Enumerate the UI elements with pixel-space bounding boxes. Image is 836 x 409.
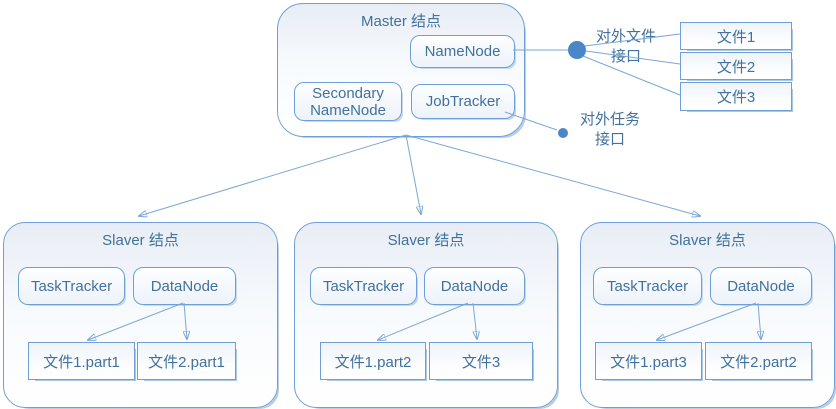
external-task-interface-label-line1: 对外任务 — [579, 111, 640, 128]
slave-3-tasktracker-label: TaskTracker — [606, 277, 689, 295]
slave-1-group-title: Slaver 结点 — [102, 232, 179, 249]
external-file-box-2: 文件2 — [680, 52, 792, 80]
slave-3-file-box-1: 文件1.part3 — [595, 342, 702, 380]
secondary-namenode-label-line2: NameNode — [310, 101, 386, 119]
jobtracker-label: JobTracker — [425, 93, 501, 110]
external-file-1-label: 文件1 — [716, 28, 756, 46]
slave-2-datanode-box: DataNode — [424, 267, 525, 305]
slave-1-datanode-box: DataNode — [133, 267, 236, 305]
slave-2-tasktracker-label: TaskTracker — [322, 277, 405, 295]
slave-3-file-2-label: 文件2.part2 — [720, 353, 797, 371]
external-task-interface-label-line2: 接口 — [594, 131, 625, 148]
slave-3-file-box-2: 文件2.part2 — [705, 342, 812, 380]
external-file-box-3: 文件3 — [680, 82, 792, 111]
slave-1-file-box-2: 文件2.part1 — [137, 342, 236, 380]
external-file-interface-label-line1: 对外文件 — [595, 28, 656, 45]
slave-1-tasktracker-label: TaskTracker — [30, 277, 113, 295]
arrow-master-to-slave-1 — [139, 134, 407, 216]
slave-node-group-2: Slaver 结点 — [294, 222, 558, 408]
slave-1-tasktracker-box: TaskTracker — [18, 267, 125, 305]
slave-3-datanode-label: DataNode — [727, 277, 795, 295]
external-file-2-label: 文件2 — [716, 58, 756, 76]
jobtracker-box: JobTracker — [411, 84, 515, 119]
slave-2-file-1-label: 文件1.part2 — [334, 353, 412, 371]
slave-node-group-1: Slaver 结点 — [3, 222, 278, 408]
arrow-master-to-slave-3 — [405, 134, 700, 216]
arrow-master-to-slave-2 — [405, 134, 421, 214]
slave-2-file-2-label: 文件3 — [461, 353, 501, 371]
external-task-interface-dot — [558, 128, 568, 138]
secondary-namenode-label-line1: Secondary — [312, 84, 384, 102]
slave-1-file-2-label: 文件2.part1 — [148, 353, 225, 371]
slave-2-group-title: Slaver 结点 — [387, 232, 465, 249]
slave-2-file-box-1: 文件1.part2 — [320, 342, 426, 380]
slave-3-group-title: Slaver 结点 — [669, 232, 746, 249]
master-group-title: Master 结点 — [360, 13, 441, 30]
namenode-box: NameNode — [410, 35, 515, 68]
slave-node-group-3: Slaver 结点 — [580, 222, 835, 408]
external-file-interface-label: 对外文件 接口 — [584, 27, 668, 67]
slave-1-file-box-1: 文件1.part1 — [28, 342, 135, 380]
slave-3-tasktracker-box: TaskTracker — [593, 267, 702, 305]
external-task-interface-label: 对外任务 接口 — [570, 110, 650, 150]
slave-2-file-box-2: 文件3 — [429, 342, 533, 380]
slave-2-datanode-label: DataNode — [440, 277, 509, 295]
slave-3-datanode-box: DataNode — [710, 267, 812, 305]
slave-1-datanode-label: DataNode — [150, 277, 219, 295]
secondary-namenode-box: Secondary NameNode — [294, 82, 402, 121]
namenode-label: NameNode — [424, 43, 501, 60]
slave-3-file-1-label: 文件1.part3 — [610, 353, 687, 371]
external-file-box-1: 文件1 — [680, 22, 792, 50]
external-file-3-label: 文件3 — [716, 89, 756, 106]
slave-2-tasktracker-box: TaskTracker — [310, 267, 417, 305]
slave-1-file-1-label: 文件1.part1 — [43, 353, 120, 371]
external-file-interface-label-line2: 接口 — [610, 48, 641, 65]
